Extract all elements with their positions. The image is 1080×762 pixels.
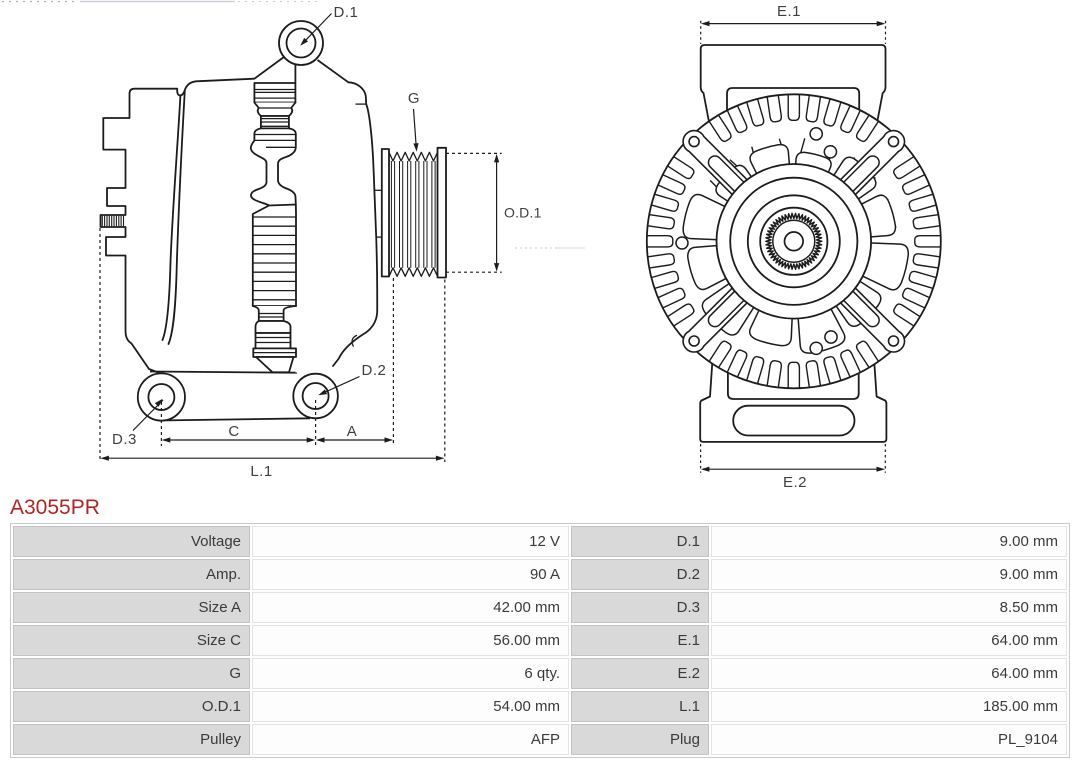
svg-text:E.2: E.2 — [783, 474, 807, 491]
svg-text:E.1: E.1 — [777, 3, 801, 20]
svg-text:A: A — [347, 423, 358, 440]
svg-text:D.3: D.3 — [112, 431, 137, 448]
svg-text:D.1: D.1 — [334, 4, 359, 21]
svg-text:C: C — [228, 423, 239, 440]
svg-text:O.D.1: O.D.1 — [504, 205, 542, 221]
svg-text:D.2: D.2 — [362, 362, 387, 379]
svg-text:L.1: L.1 — [250, 463, 272, 480]
svg-text:G: G — [408, 90, 420, 107]
